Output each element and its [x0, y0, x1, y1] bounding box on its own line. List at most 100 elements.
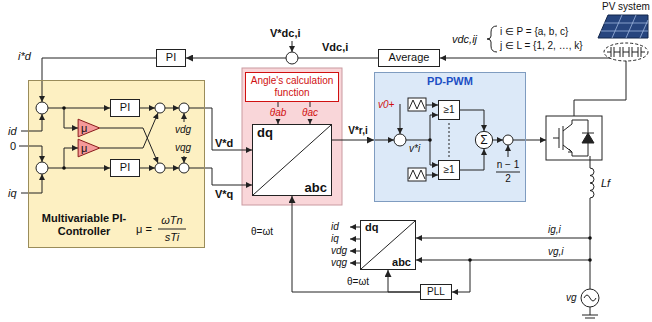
signal-label: vg,i: [548, 246, 564, 258]
panel-fill: [374, 72, 526, 202]
sum-junction: [179, 163, 189, 173]
index-set: j ∈ L = {1, 2, …, k}: [500, 40, 583, 52]
output-arrow: [350, 239, 360, 240]
signal-label: vdg: [331, 245, 347, 257]
node-text: PI: [166, 51, 176, 64]
transform-box: dqabc: [360, 220, 416, 270]
signal-label: v0+: [378, 99, 394, 111]
node-text: ≥1: [443, 104, 454, 116]
dotted-continuation: [449, 123, 450, 157]
panel-title: PD-PWM: [374, 75, 526, 88]
signal-label: vg: [566, 292, 577, 304]
grid-source: [581, 289, 599, 307]
sum-junction: [36, 162, 48, 174]
signal-wire: [184, 156, 185, 163]
sum-junction: [394, 134, 406, 146]
edge-label: V*r,i: [347, 125, 368, 137]
node-text: PI: [120, 161, 130, 174]
fraction-bar: [158, 229, 186, 230]
diode-symbol: [582, 133, 594, 143]
signal-arrow: [186, 58, 378, 59]
junction-dot: [588, 258, 592, 262]
signal-wire: [508, 145, 509, 157]
measurement-wire: [416, 260, 590, 261]
coupling-wire: [100, 113, 158, 148]
sum-junction: [286, 52, 298, 64]
node-text: abc: [305, 181, 327, 194]
formula-part: ωTn: [158, 214, 186, 227]
signal-wire: [189, 168, 252, 185]
signal-arrow: [388, 270, 420, 292]
signal-label: ig,i: [548, 224, 561, 236]
gain-triangle: μ: [78, 139, 100, 157]
signal-label: id: [331, 221, 339, 233]
gain-triangle: μ: [78, 119, 100, 137]
signal-wire: [64, 108, 78, 128]
node-text: PI: [120, 101, 130, 114]
gate-signal-arrow: [513, 140, 546, 141]
inverter-block: [546, 116, 602, 160]
signal-wire: [460, 110, 484, 131]
output-arrow: [350, 227, 360, 228]
signal-wire: [189, 108, 252, 150]
signal-wire: [430, 165, 438, 166]
signal-label: 0: [10, 140, 16, 152]
signal-wire: [426, 175, 438, 176]
panel-fill: [28, 80, 205, 248]
carrier-icon: [408, 98, 426, 111]
fraction-part: 2: [494, 173, 522, 185]
junction-dot: [468, 258, 472, 262]
node-text: dq: [257, 126, 273, 139]
formula-part: μ =: [136, 223, 152, 236]
edge-label: θ=ωt: [250, 226, 274, 238]
junction-dot: [588, 236, 592, 240]
transform-panel: [242, 68, 342, 205]
junction-dot: [428, 138, 432, 142]
signal-wire: [64, 148, 78, 168]
signal-wire: [406, 140, 430, 141]
sum-junction: [36, 102, 48, 114]
signal-label: i*d: [18, 50, 31, 62]
signal-label: v*i: [409, 143, 420, 155]
signal-wire: [48, 108, 110, 109]
panel-title: Multivariable PI-Controller: [34, 212, 134, 238]
sum-circle: [475, 131, 492, 148]
inductor-symbol: [590, 160, 594, 289]
signal-label: V*dc,i: [270, 27, 301, 39]
signal-label: iq: [8, 187, 17, 199]
output-arrow: [350, 263, 360, 264]
carrier-wave: [409, 100, 425, 109]
gain-triangle: [78, 119, 100, 137]
signal-wire: [493, 140, 503, 141]
fraction-bar: [496, 172, 520, 173]
pv-panel: [598, 15, 648, 38]
junction-dot: [62, 106, 66, 110]
gain-triangle: [78, 139, 100, 157]
signal-wire: [140, 108, 155, 109]
measurement-wire: [452, 260, 470, 292]
average-block: Average: [378, 49, 440, 67]
signal-wire: [140, 168, 155, 169]
signal-wire: [400, 104, 401, 134]
fraction-part: n − 1: [494, 159, 522, 171]
edge-label: θac: [301, 107, 319, 119]
measurement-wire: [416, 238, 590, 239]
sum-junction: [155, 163, 165, 173]
signal-label: V*q: [215, 188, 233, 200]
controller-panel: Multivariable PI-Controllerμ =ωTnsTiPIμμ…: [28, 80, 205, 248]
edge-label: θab: [269, 107, 288, 119]
signal-arrow: [332, 140, 374, 141]
signal-label: vqg: [331, 257, 347, 269]
signal-wire: [426, 105, 438, 106]
carrier-icon: [408, 168, 426, 181]
pi-block: PI: [110, 99, 140, 117]
edge-label: θ=ωt: [346, 276, 370, 288]
node-text: μ: [81, 123, 87, 134]
signal-wire: [21, 174, 42, 193]
ground-symbol: [582, 307, 598, 318]
sum-junction: [179, 103, 189, 113]
signal-wire: [165, 108, 179, 109]
transform-diagonal: [361, 221, 415, 269]
junction-dot: [62, 166, 66, 170]
comparator-box: ≥1: [438, 100, 460, 120]
